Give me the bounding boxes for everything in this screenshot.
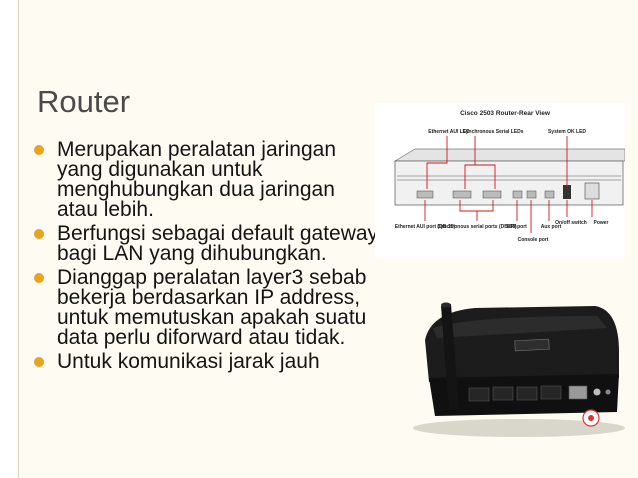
callout-lines	[424, 136, 593, 233]
bullet-text: Untuk komunikasi jarak jauh	[57, 350, 320, 373]
bullet-dot-icon	[34, 273, 44, 283]
bullet-list: Merupakan peralatan jaringan yang diguna…	[31, 138, 381, 376]
bullet-item: Untuk komunikasi jarak jauh	[31, 350, 381, 373]
power-socket	[584, 182, 600, 200]
bullet-item: Dianggap peralatan layer3 sebab bekerja …	[31, 266, 381, 349]
label-sync-leds: Synchronous Serial LEDs	[462, 129, 523, 135]
label-power: Power	[593, 220, 608, 226]
aux-port	[544, 190, 555, 199]
bullet-dot-icon	[34, 357, 44, 367]
lan-port-2	[492, 386, 514, 401]
bullet-item: Berfungsi sebagai default gateway bagi L…	[31, 222, 381, 265]
console-port	[526, 190, 537, 199]
lan-port-4	[540, 385, 562, 400]
antenna	[441, 304, 459, 410]
bullet-text: Merupakan peralatan jaringan yang diguna…	[57, 138, 337, 221]
power-switch	[563, 185, 571, 199]
bullet-text: Berfungsi sebagai default gateway bagi L…	[57, 222, 379, 265]
slide: Router Merupakan peralatan jaringan yang…	[18, 0, 638, 478]
bullet-item: Merupakan peralatan jaringan yang diguna…	[31, 138, 381, 221]
router-rear-diagram: Cisco 2503 Router-Rear View Ethernet AUI…	[375, 103, 625, 258]
bullet-dot-icon	[34, 229, 44, 239]
label-sync-ports: Synchronous serial ports (DB-60)	[437, 224, 517, 230]
bri-port	[512, 190, 523, 199]
diagram-title: Cisco 2503 Router-Rear View	[460, 110, 551, 117]
ethernet-port	[416, 190, 434, 199]
label-bri-port: BRI port	[507, 224, 527, 230]
label-aux-port: Aux port	[541, 224, 562, 230]
power-jack	[593, 388, 601, 396]
brand-plate	[514, 338, 550, 352]
label-switch: On/off switch	[555, 220, 587, 226]
lan-port-1	[468, 387, 490, 402]
chassis-top	[393, 148, 625, 162]
label-console-port: Console port	[518, 237, 549, 243]
router-photo	[391, 288, 627, 440]
serial-port-0	[452, 190, 472, 199]
bullet-dot-icon	[34, 145, 44, 155]
label-ethernet-port: Ethernet AUI port (DB-15)	[395, 224, 456, 230]
label-ethernet-led: Ethernet AUI LED	[428, 129, 470, 135]
lan-port-3	[516, 386, 538, 401]
label-system-led: System OK LED	[548, 129, 586, 135]
serial-port-1	[482, 190, 502, 199]
bullet-text: Dianggap peralatan layer3 sebab bekerja …	[57, 266, 367, 349]
reset-button	[605, 389, 611, 395]
slide-title: Router	[37, 84, 131, 119]
wan-port	[568, 385, 588, 400]
